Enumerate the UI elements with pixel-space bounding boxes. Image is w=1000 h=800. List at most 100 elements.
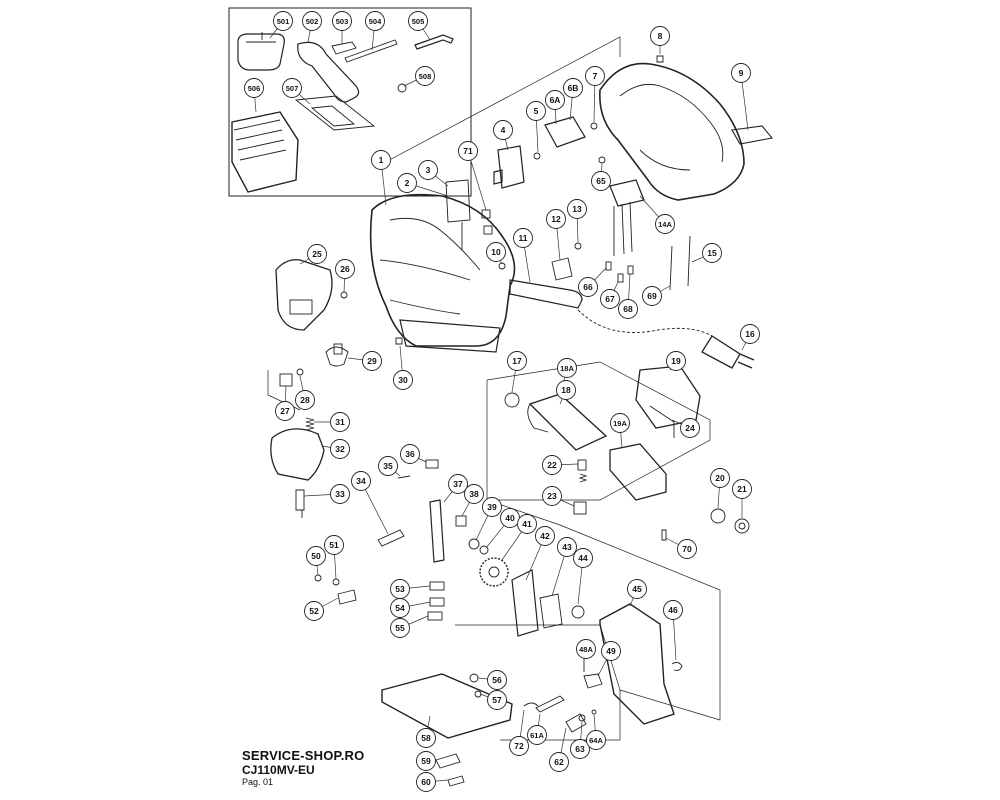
callout-12: 12 [546, 209, 566, 229]
hex-wrench-shape [414, 34, 454, 50]
callout-64A: 64A [586, 730, 606, 750]
callout-label: 34 [356, 476, 366, 486]
callout-bubble [563, 78, 583, 98]
ring-64A [591, 709, 597, 715]
terminal-68 [627, 265, 634, 275]
callout-bubble [507, 351, 527, 371]
callout-16: 16 [740, 324, 760, 344]
callout-bubble [731, 63, 751, 83]
callout-label: 20 [715, 473, 725, 483]
callout-label: 15 [707, 248, 717, 258]
cap-lead-2 [621, 203, 625, 255]
callout-51: 51 [324, 535, 344, 555]
callout-14A: 14A [655, 214, 675, 234]
wire-15 [687, 235, 691, 287]
callout-label: 508 [419, 72, 432, 81]
brush-22 [577, 459, 587, 471]
washer-7-shape [590, 122, 598, 130]
callout-bubble [610, 413, 630, 433]
callout-65: 65 [591, 171, 611, 191]
callout-label: 27 [280, 406, 290, 416]
callout-503: 503 [332, 11, 352, 31]
callout-bubble [304, 601, 324, 621]
callout-bubble [601, 641, 621, 661]
callout-bubble [680, 418, 700, 438]
field-shape [609, 443, 667, 501]
callout-6B: 6B [563, 78, 583, 98]
dust-cover-shape [237, 33, 285, 71]
callout-38: 38 [464, 484, 484, 504]
terminal-67 [617, 273, 624, 283]
callout-label: 62 [554, 757, 564, 767]
callout-40: 40 [500, 508, 520, 528]
callout-508: 508 [415, 66, 435, 86]
clip-46-shape [671, 661, 683, 671]
callout-69: 69 [642, 286, 662, 306]
housing-frame [379, 36, 621, 166]
callout-49: 49 [601, 641, 621, 661]
callout-label: 502 [306, 17, 319, 26]
knob-62 [565, 713, 587, 733]
callout-label: 6A [550, 95, 561, 105]
callout-42: 42 [535, 526, 555, 546]
callout-50: 50 [306, 546, 326, 566]
callout-bubble [244, 78, 264, 98]
main-housing-grip [379, 217, 481, 315]
callout-label: 19A [613, 419, 627, 428]
callout-label: 68 [623, 304, 633, 314]
callout-bubble [273, 11, 293, 31]
page-number: Pag. 01 [242, 777, 274, 787]
callout-27: 27 [275, 401, 295, 421]
wire-69 [669, 245, 673, 291]
spring-22 [578, 473, 588, 483]
accessories-frame [228, 7, 472, 197]
callout-bubble [486, 242, 506, 262]
callout-bubble [576, 639, 596, 659]
callout-bubble [740, 324, 760, 344]
callout-bubble [282, 78, 302, 98]
callout-label: 24 [685, 423, 695, 433]
callout-bubble [557, 358, 577, 378]
callout-4: 4 [493, 120, 513, 140]
callout-bubble [542, 486, 562, 506]
blade-guard-block [289, 299, 313, 315]
bearing-17 [504, 392, 520, 408]
callout-505: 505 [408, 11, 428, 31]
callout-bubble [702, 243, 722, 263]
callout-label: 71 [463, 146, 473, 156]
cord-line [577, 309, 719, 341]
callout-bubble [390, 618, 410, 638]
callout-label: 58 [421, 733, 431, 743]
shop-name: SERVICE-SHOP.RO [242, 748, 365, 763]
callout-label: 38 [469, 489, 479, 499]
handle-cover-shape [599, 62, 745, 201]
callout-34: 34 [351, 471, 371, 491]
lever-61A [535, 695, 565, 713]
callout-label: 501 [277, 17, 290, 26]
callout-bubble [418, 160, 438, 180]
callout-label: 507 [286, 84, 299, 93]
callout-9: 9 [731, 63, 751, 83]
callout-20: 20 [710, 468, 730, 488]
callout-bubble [627, 579, 647, 599]
part-53 [429, 581, 445, 591]
callout-label: 35 [383, 461, 393, 471]
screw-13-shape [574, 242, 582, 250]
handle-cover-inner [619, 83, 724, 171]
callout-bubble [295, 390, 315, 410]
dust-nozzle-shape [297, 41, 360, 103]
main-housing-lower [399, 319, 501, 353]
callout-67: 67 [600, 289, 620, 309]
callout-label: 70 [682, 544, 692, 554]
callout-bubble [570, 739, 590, 759]
callout-15: 15 [702, 243, 722, 263]
part-55 [427, 611, 443, 621]
callout-label: 40 [505, 513, 515, 523]
callout-bubble [330, 412, 350, 432]
screw-51 [332, 578, 340, 586]
callout-bubble [448, 474, 468, 494]
callout-7: 7 [585, 66, 605, 86]
part-39-shape [468, 538, 480, 550]
wire-72 [523, 702, 539, 707]
